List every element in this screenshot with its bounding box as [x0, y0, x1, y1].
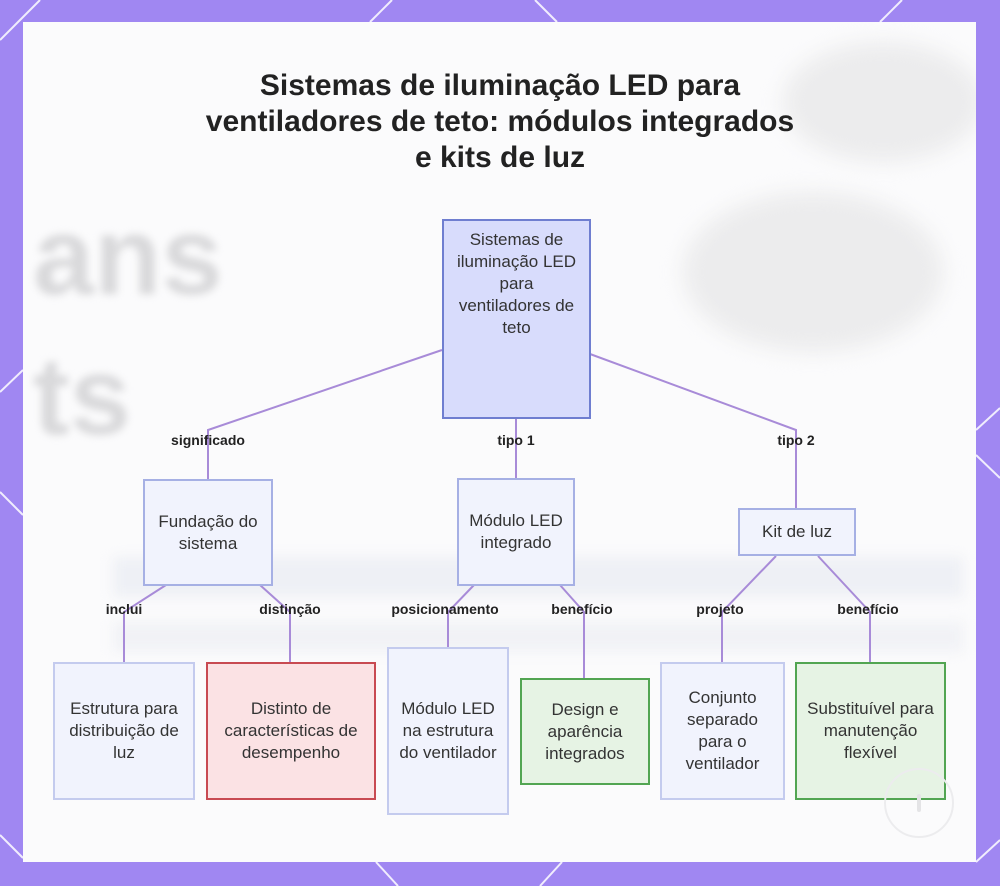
edge-label-projeto: projeto — [696, 601, 744, 617]
edge-beneficio1 — [559, 584, 585, 678]
node-modulo-label: Módulo LED integrado — [469, 511, 563, 552]
node-distinto-label: Distinto de características de desempenh… — [224, 699, 358, 762]
badge-mark — [917, 794, 921, 812]
node-distinto: Distinto de características de desempenh… — [206, 662, 376, 800]
node-root-label: Sistemas de iluminação LED para ventilad… — [456, 230, 577, 337]
edge-beneficio2 — [817, 555, 871, 662]
edge-label-posicionamento: posicionamento — [391, 601, 499, 617]
node-conjunto-label: Conjunto separado para o ventilador — [685, 688, 760, 773]
node-design-label: Design e aparência integrados — [545, 699, 625, 763]
edge-inclui — [123, 584, 167, 662]
edge-label-beneficio2: benefício — [837, 601, 899, 617]
background-blur: ans — [33, 195, 223, 318]
node-conjunto: Conjunto separado para o ventilador — [660, 662, 785, 800]
logo-badge-icon — [884, 768, 954, 838]
background-blur — [683, 192, 943, 352]
node-estrutura: Estrutura para distribuição de luz — [53, 662, 195, 800]
node-root: Sistemas de iluminação LED para ventilad… — [442, 219, 591, 419]
diagram-title: Sistemas de iluminação LED para ventilad… — [205, 69, 795, 174]
edge-distincao — [259, 584, 291, 662]
edge-label-beneficio1: benefício — [551, 601, 613, 617]
edge-tipo2 — [589, 353, 797, 508]
node-fundacao-label: Fundação do sistema — [158, 511, 258, 553]
background-blur — [783, 42, 976, 162]
node-modulo-estrutura-label: Módulo LED na estrutura do ventilador — [399, 699, 497, 762]
edge-label-significado: significado — [171, 432, 245, 448]
node-kit: Kit de luz — [738, 508, 856, 556]
node-design: Design e aparência integrados — [520, 678, 650, 785]
edge-label-tipo2: tipo 2 — [777, 432, 815, 448]
node-kit-label: Kit de luz — [762, 522, 832, 541]
edge-significado — [207, 349, 443, 480]
edge-label-distincao: distinção — [259, 601, 321, 617]
node-modulo-estrutura: Módulo LED na estrutura do ventilador — [387, 647, 509, 815]
edge-label-inclui: inclui — [105, 601, 143, 617]
edge-label-tipo1: tipo 1 — [497, 432, 535, 448]
background-blur — [113, 622, 963, 652]
node-substituivel-label: Substituível para manutenção flexível — [807, 699, 934, 762]
node-modulo: Módulo LED integrado — [457, 478, 575, 586]
node-estrutura-label: Estrutura para distribuição de luz — [69, 699, 179, 762]
edge-projeto — [721, 555, 777, 662]
node-fundacao: Fundação do sistema — [143, 479, 273, 586]
edge-posicionamento — [447, 584, 475, 648]
background-blur: ts — [33, 335, 131, 458]
